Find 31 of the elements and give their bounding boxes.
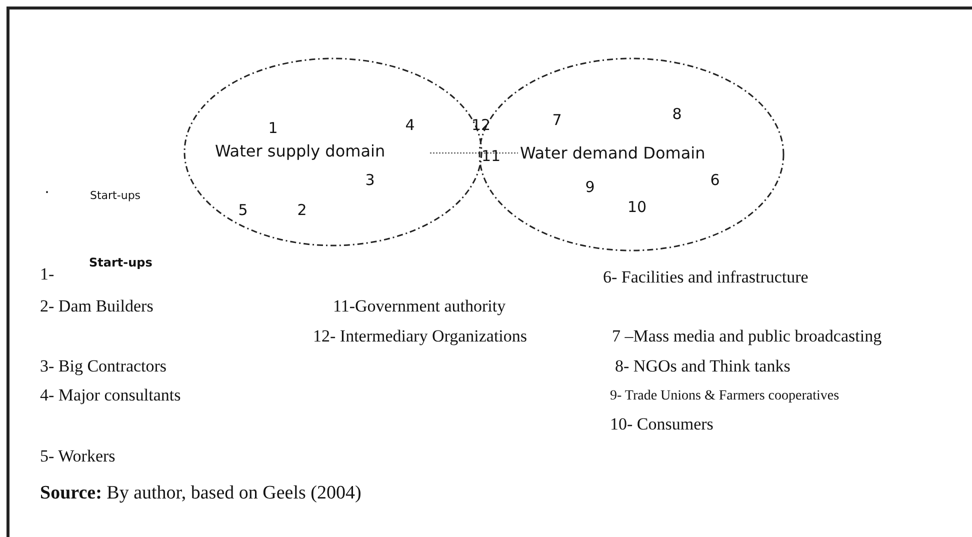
domain-title: Water supply domain (215, 142, 386, 160)
number-label: 9 (585, 178, 595, 196)
list-item: 11-Government authority (333, 298, 506, 316)
number-label: 6 (710, 172, 720, 188)
list-item: 2- Dam Builders (40, 298, 154, 316)
number-label: 3 (365, 172, 375, 188)
number-label: 2 (297, 202, 307, 218)
domain-title: Water demand Domain (520, 144, 706, 162)
list-item: 3- Big Contractors (40, 358, 167, 376)
dotted-connector (430, 152, 518, 154)
list-item: 8- NGOs and Think tanks (615, 358, 790, 376)
number-label: 10 (627, 198, 647, 216)
number-label: 8 (672, 106, 682, 122)
number-label: 5 (238, 202, 248, 218)
number-label: 11 (481, 148, 501, 164)
list-item: 1- (40, 266, 54, 284)
number-label: 12 (471, 116, 491, 134)
list-item: 9- Trade Unions & Farmers cooperatives (610, 388, 840, 404)
source-caption: Source: By author, based on Geels (2004) (40, 484, 362, 504)
number-label: 4 (405, 116, 415, 134)
number-label: 1 (268, 120, 278, 136)
note-text: Start-ups (90, 190, 141, 202)
list-item: 10- Consumers (610, 416, 714, 434)
number-label: 7 (552, 112, 562, 128)
list-item: 12- Intermediary Organizations (313, 328, 528, 346)
list-item: 4- Major consultants (40, 386, 181, 406)
list-item: 6- Facilities and infrastructure (603, 268, 808, 288)
dot-mark: . (44, 180, 50, 196)
list-item: 7 –Mass media and public broadcasting (612, 328, 882, 346)
list-heading: Start-ups (89, 256, 152, 270)
list-item: 5- Workers (40, 448, 116, 466)
